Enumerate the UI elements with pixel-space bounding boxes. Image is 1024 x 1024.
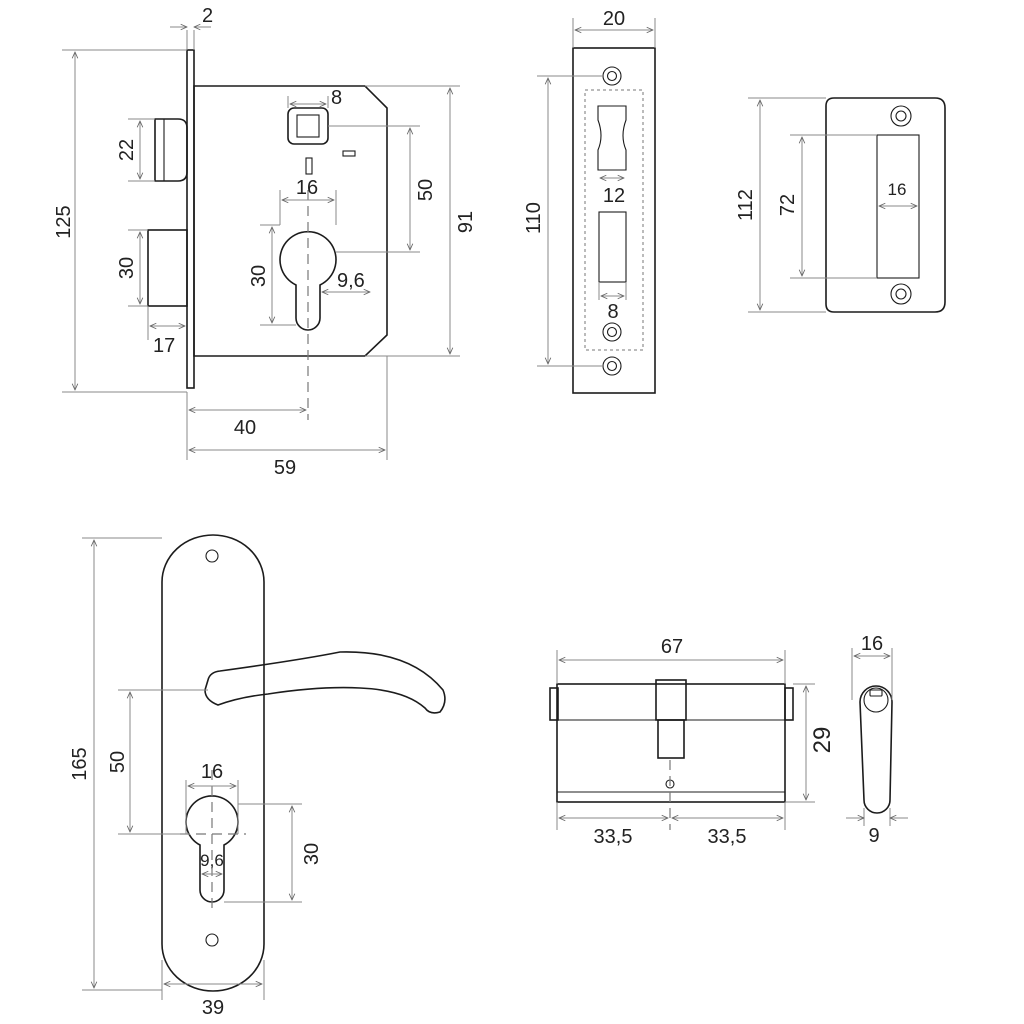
strike-dim-fix-centres: 110 <box>523 202 545 234</box>
strike-bolt-slot <box>598 211 627 283</box>
cylinder-dim-half-right: 33,5 <box>708 826 747 848</box>
strike-keep-view: 112 72 16 <box>735 97 946 313</box>
cylinder-dim-height: 29 <box>809 727 836 754</box>
handle-dim-width: 39 <box>202 997 224 1019</box>
mortise-cylinder-cutout <box>279 230 337 331</box>
cylinder-left-flange <box>549 687 559 721</box>
handle-dim-centres: 50 <box>107 751 129 773</box>
mortise-dim-latch: 22 <box>116 139 138 161</box>
handle-lever <box>204 651 446 714</box>
mortise-dim-height: 125 <box>53 205 75 238</box>
mortise-dim-backset: 40 <box>234 417 256 439</box>
handle-dim-cyl-width: 16 <box>201 761 223 783</box>
euro-cylinder-view: 67 33,5 33,5 29 <box>549 636 836 848</box>
handle-dim-height: 165 <box>69 747 91 780</box>
cylinder-end-dim-cam: 9 <box>868 825 879 847</box>
cylinder-body <box>556 683 786 803</box>
mortise-dim-body-height: 91 <box>455 211 477 233</box>
cylinder-dim-half-left: 33,5 <box>594 826 633 848</box>
mortise-dim-bolt: 30 <box>116 257 138 279</box>
strike-plate-view: 20 110 12 8 <box>523 8 656 394</box>
strike-latch-slot <box>597 105 627 171</box>
handle-view: 165 50 16 9,6 30 39 <box>69 534 446 1019</box>
cylinder-dim-length: 67 <box>661 636 683 658</box>
cylinder-end-dim-width: 16 <box>861 633 883 655</box>
mortise-faceplate <box>186 49 195 389</box>
handle-dim-cyl-height: 30 <box>301 843 323 865</box>
spindle-hub-square <box>296 114 320 138</box>
keep-dim-opening-height: 72 <box>777 194 799 216</box>
strike-dim-width: 20 <box>603 8 625 30</box>
mortise-dim-depth: 59 <box>274 457 296 479</box>
keep-dim-height: 112 <box>735 189 757 221</box>
spindle-hub-outer <box>287 107 329 145</box>
mortise-dim-faceplate: 2 <box>202 5 213 27</box>
mortise-dim-cyl-cam: 9,6 <box>337 270 365 292</box>
cylinder-end-view: 16 9 <box>846 633 908 847</box>
cylinder-end-profile <box>859 685 893 814</box>
dead-bolt <box>147 229 188 307</box>
mortise-lock-view: 2 125 22 30 17 8 50 91 16 30 9,6 40 59 <box>53 5 477 479</box>
keep-dim-opening-width: 16 <box>888 180 907 199</box>
mortise-dim-cyl-height: 30 <box>248 265 270 287</box>
cylinder-right-flange <box>784 687 794 721</box>
strike-dim-bolt-slot: 8 <box>607 301 618 323</box>
strike-dim-latch-slot: 12 <box>603 185 625 207</box>
cylinder-cam <box>655 679 687 721</box>
mortise-dim-spindle: 8 <box>331 87 342 109</box>
latch-bolt <box>154 118 188 182</box>
keep-outline <box>825 97 946 313</box>
keep-opening <box>876 134 920 279</box>
mortise-dim-cyl-width: 16 <box>296 177 318 199</box>
strike-plate-outline <box>572 47 656 394</box>
mortise-dim-centres: 50 <box>415 179 437 201</box>
handle-dim-cyl-cam: 9,6 <box>200 851 224 870</box>
mortise-dim-throw: 17 <box>153 335 175 357</box>
